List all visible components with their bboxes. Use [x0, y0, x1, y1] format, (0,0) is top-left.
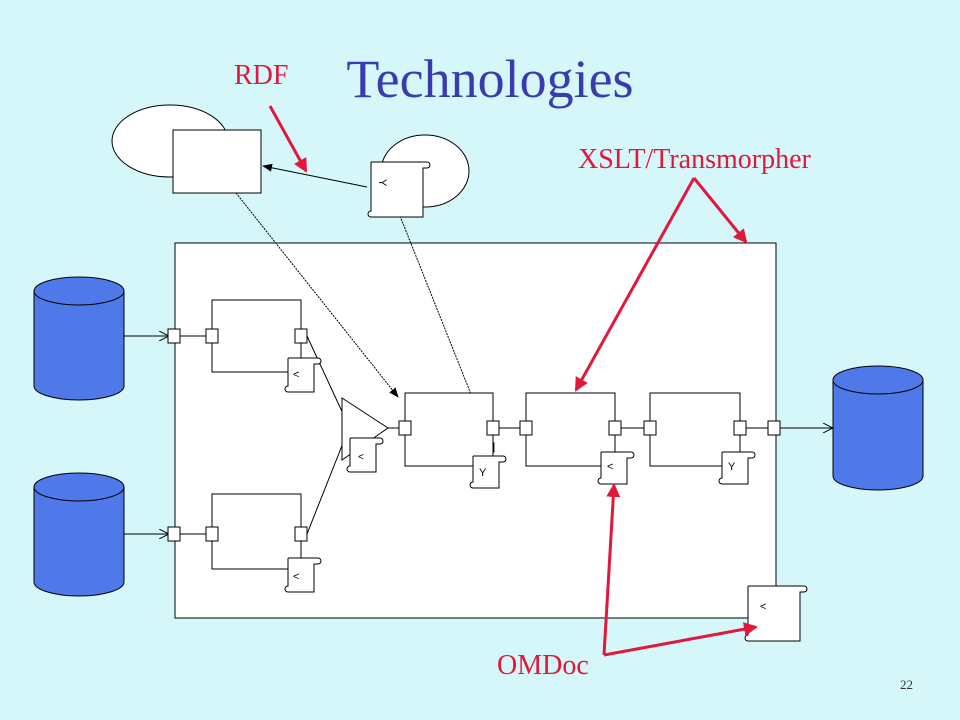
- chain-component-1-out-port: [486, 420, 500, 436]
- box-to-component-line: [235, 192, 399, 398]
- scroll-to-box-arrow: [262, 163, 368, 188]
- scroll-icon-bottom-right: <: [744, 585, 808, 642]
- frame-port-out: [767, 420, 781, 436]
- database-left-top: [33, 276, 125, 401]
- scroll-glyph: <: [358, 452, 364, 463]
- upper-to-merge-line: [306, 335, 346, 419]
- chain-component-1-in-port: [398, 420, 412, 436]
- scroll-glyph: <: [607, 461, 613, 473]
- scroll-icon-upper: <: [284, 357, 322, 393]
- component-lower-in-port: [205, 526, 219, 542]
- scroll-icon-chain-3: Y: [718, 451, 756, 485]
- omdoc-arrow-up: [602, 483, 621, 656]
- scroll-icon-chain-1: Y: [469, 455, 507, 489]
- rdf-label: RDF: [234, 60, 289, 91]
- rdf-arrow: [268, 105, 308, 173]
- scroll-icon-lower: <: [284, 557, 322, 593]
- database-left-bottom: [33, 472, 125, 597]
- xslt-arrow-left: [574, 177, 696, 392]
- omdoc-arrow-right: [603, 622, 758, 657]
- omdoc-label: OMDoc: [497, 650, 589, 681]
- chain-component-3-out-port: [733, 420, 747, 436]
- xslt-arrow-right: [692, 177, 748, 244]
- chain-component-2-in-port: [519, 420, 533, 436]
- database-right: [832, 365, 924, 491]
- scroll-glyph: Y: [728, 461, 736, 473]
- page-number: 22: [900, 677, 913, 692]
- xslt-label: XSLT/Transmorpher: [578, 144, 811, 175]
- component-upper-in-port: [205, 328, 219, 344]
- chain-component-1: [404, 392, 494, 467]
- scroll-glyph: <: [293, 571, 299, 583]
- scroll-icon-top: Y: [367, 161, 431, 218]
- slide-title: Technologies: [346, 49, 634, 109]
- scroll-icon-chain-2: <: [597, 451, 635, 485]
- scroll-glyph: Y: [479, 467, 487, 479]
- lower-to-merge-line: [306, 437, 346, 535]
- frame-port-in-bottom: [167, 526, 181, 542]
- scroll-icon-merge: <: [346, 437, 384, 473]
- scroll-glyph: <: [760, 601, 766, 613]
- frame-port-in-top: [167, 328, 181, 344]
- scroll-glyph: <: [293, 369, 299, 381]
- scroll-glyph: Y: [376, 179, 388, 187]
- chain-component-2-out-port: [608, 420, 622, 436]
- component-lower-out-port: [294, 526, 308, 542]
- component-upper-out-port: [294, 328, 308, 344]
- chain-component-3-in-port: [643, 420, 657, 436]
- component-lower: [211, 493, 302, 570]
- top-left-box: [172, 129, 262, 194]
